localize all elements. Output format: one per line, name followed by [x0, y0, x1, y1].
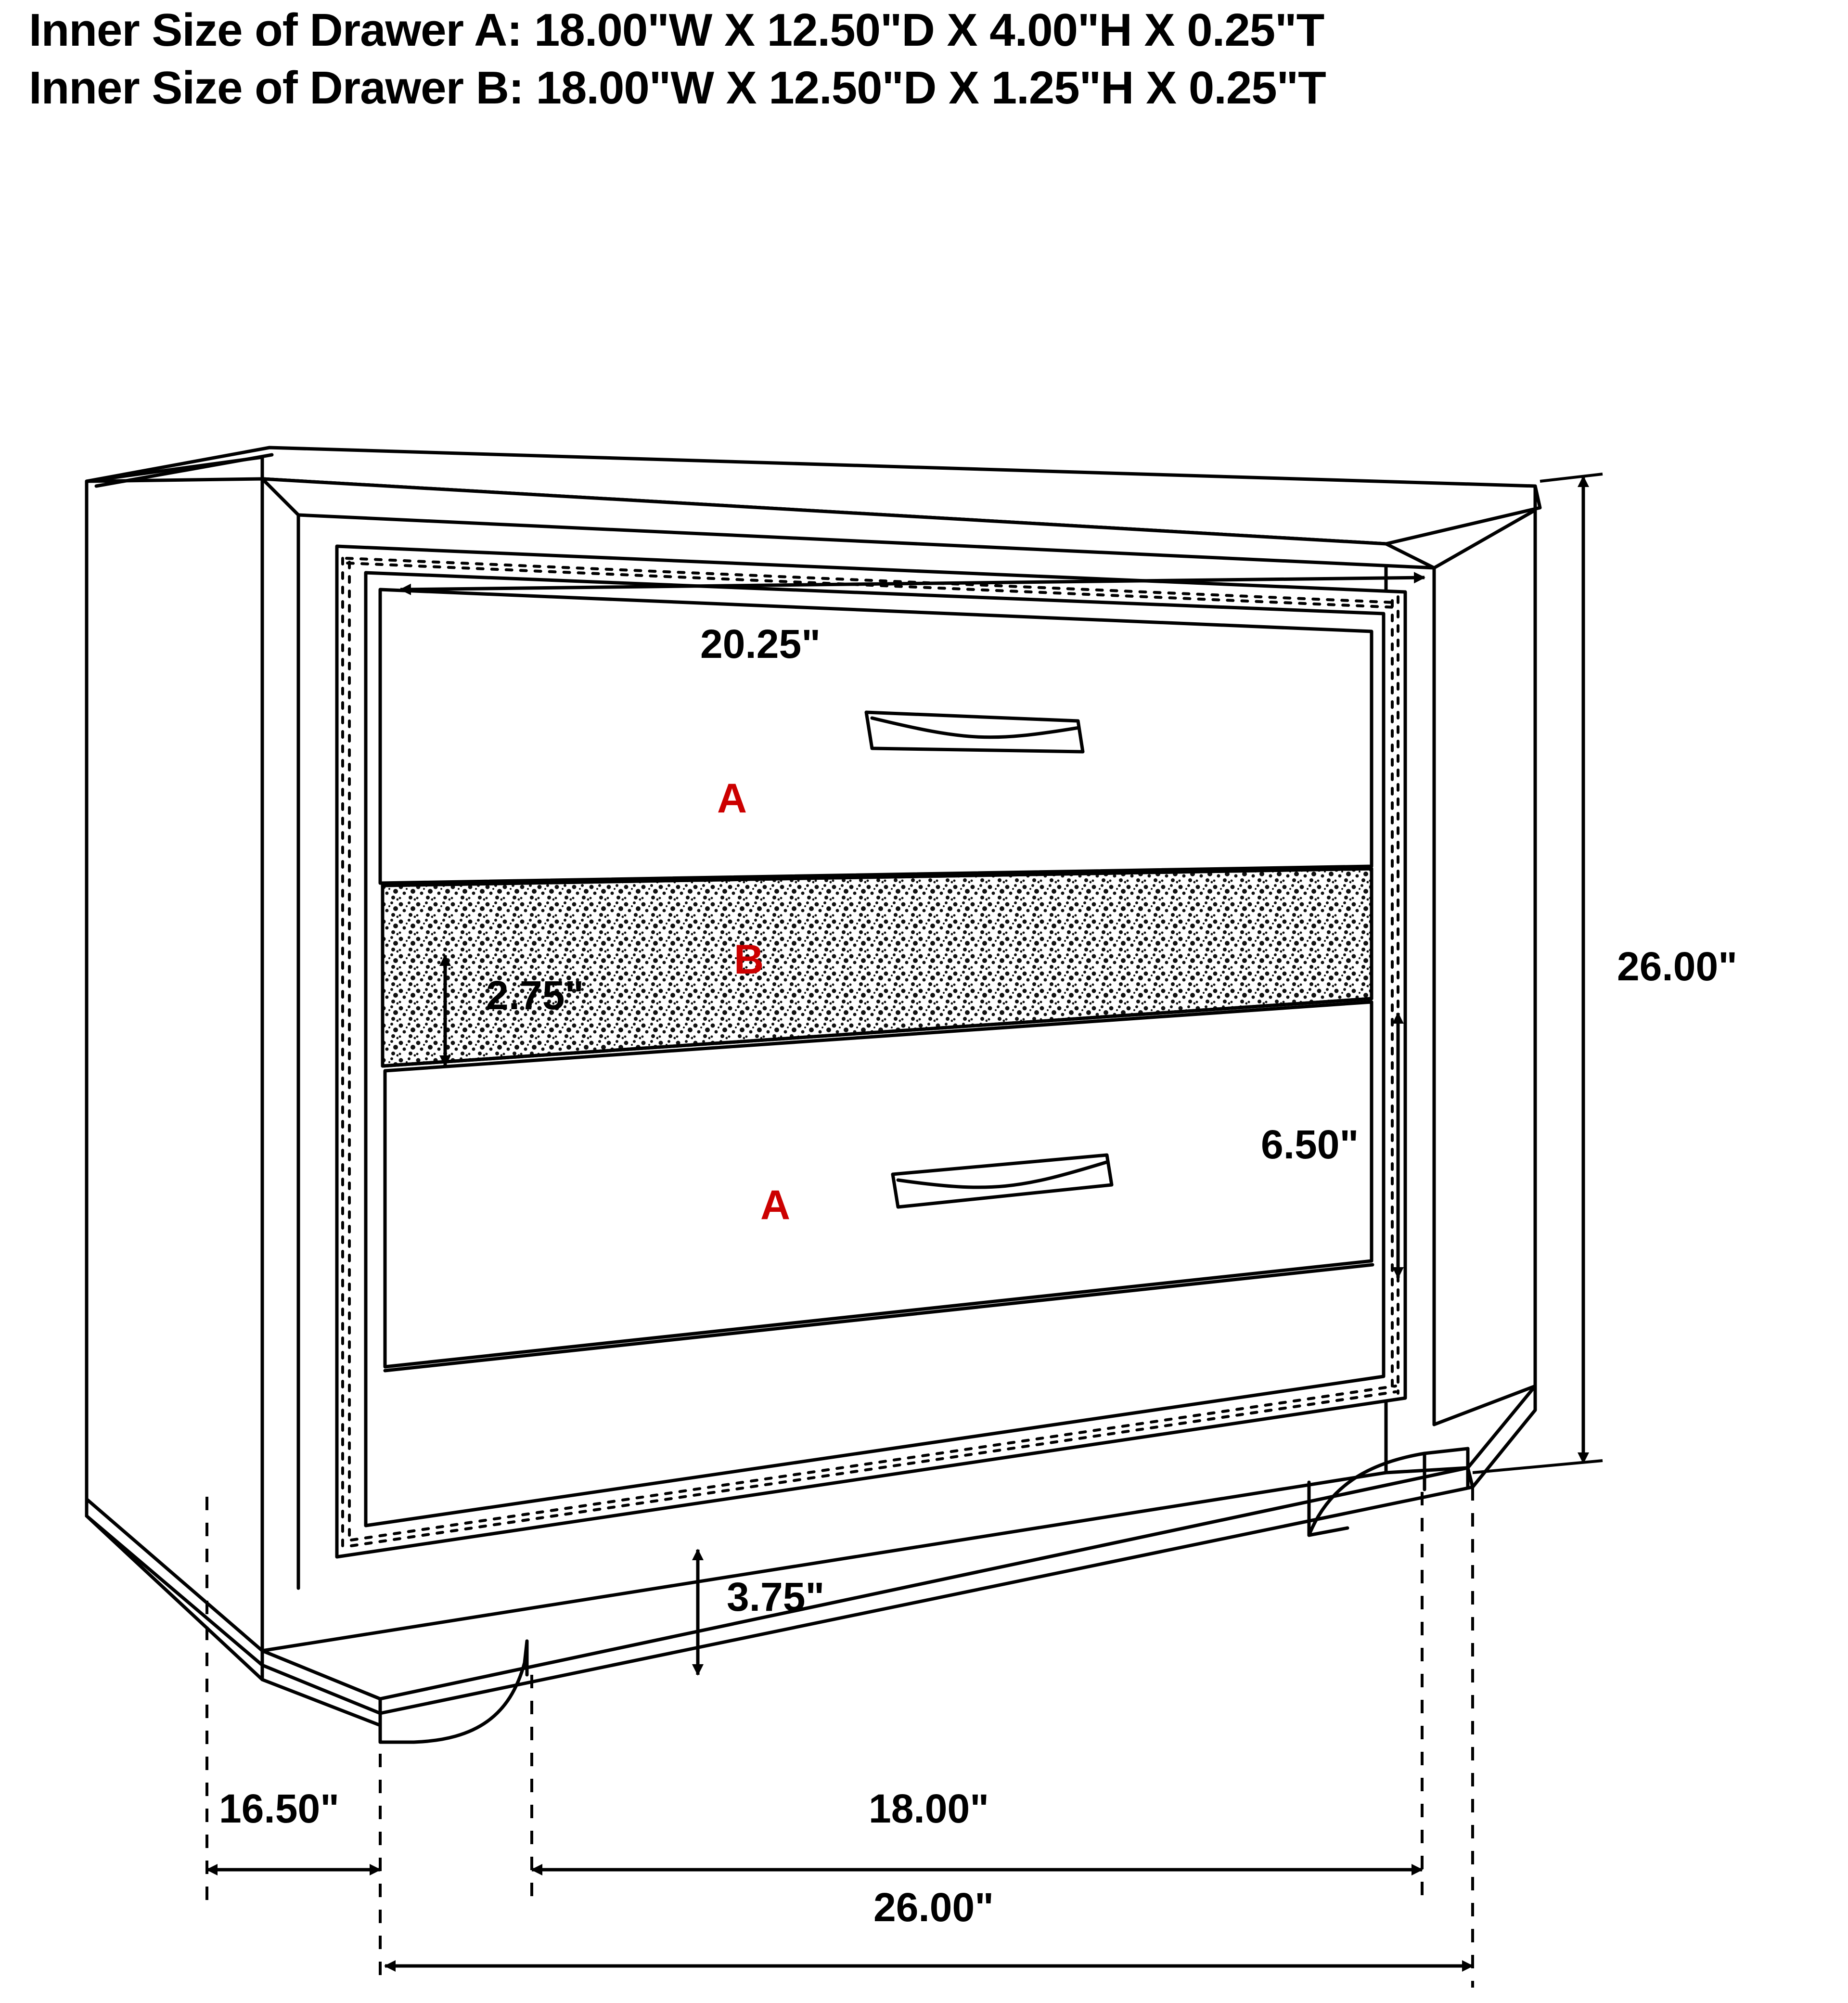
dim-total-height: 26.00" — [1617, 944, 1738, 989]
dim-leg-span-width: 18.00" — [869, 1786, 989, 1831]
dim-leg-height: 3.75" — [727, 1574, 825, 1619]
dim-drawer-b-height: 2.75" — [486, 973, 584, 1018]
drawer-label-bottom-a: A — [760, 1182, 791, 1228]
dim-side-depth: 16.50" — [219, 1786, 340, 1831]
drawer-label-top-a: A — [717, 775, 747, 822]
dim-total-width: 26.00" — [873, 1885, 994, 1930]
drawer-label-middle-b: B — [734, 937, 764, 983]
dim-lower-drawer-height: 6.50" — [1261, 1122, 1359, 1167]
drawer-b-inner-size-text: Inner Size of Drawer B: 18.00"W X 12.50"… — [29, 62, 1326, 114]
dim-drawer-front-width: 20.25" — [700, 621, 821, 667]
drawer-a-inner-size-text: Inner Size of Drawer A: 18.00"W X 12.50"… — [29, 4, 1324, 56]
